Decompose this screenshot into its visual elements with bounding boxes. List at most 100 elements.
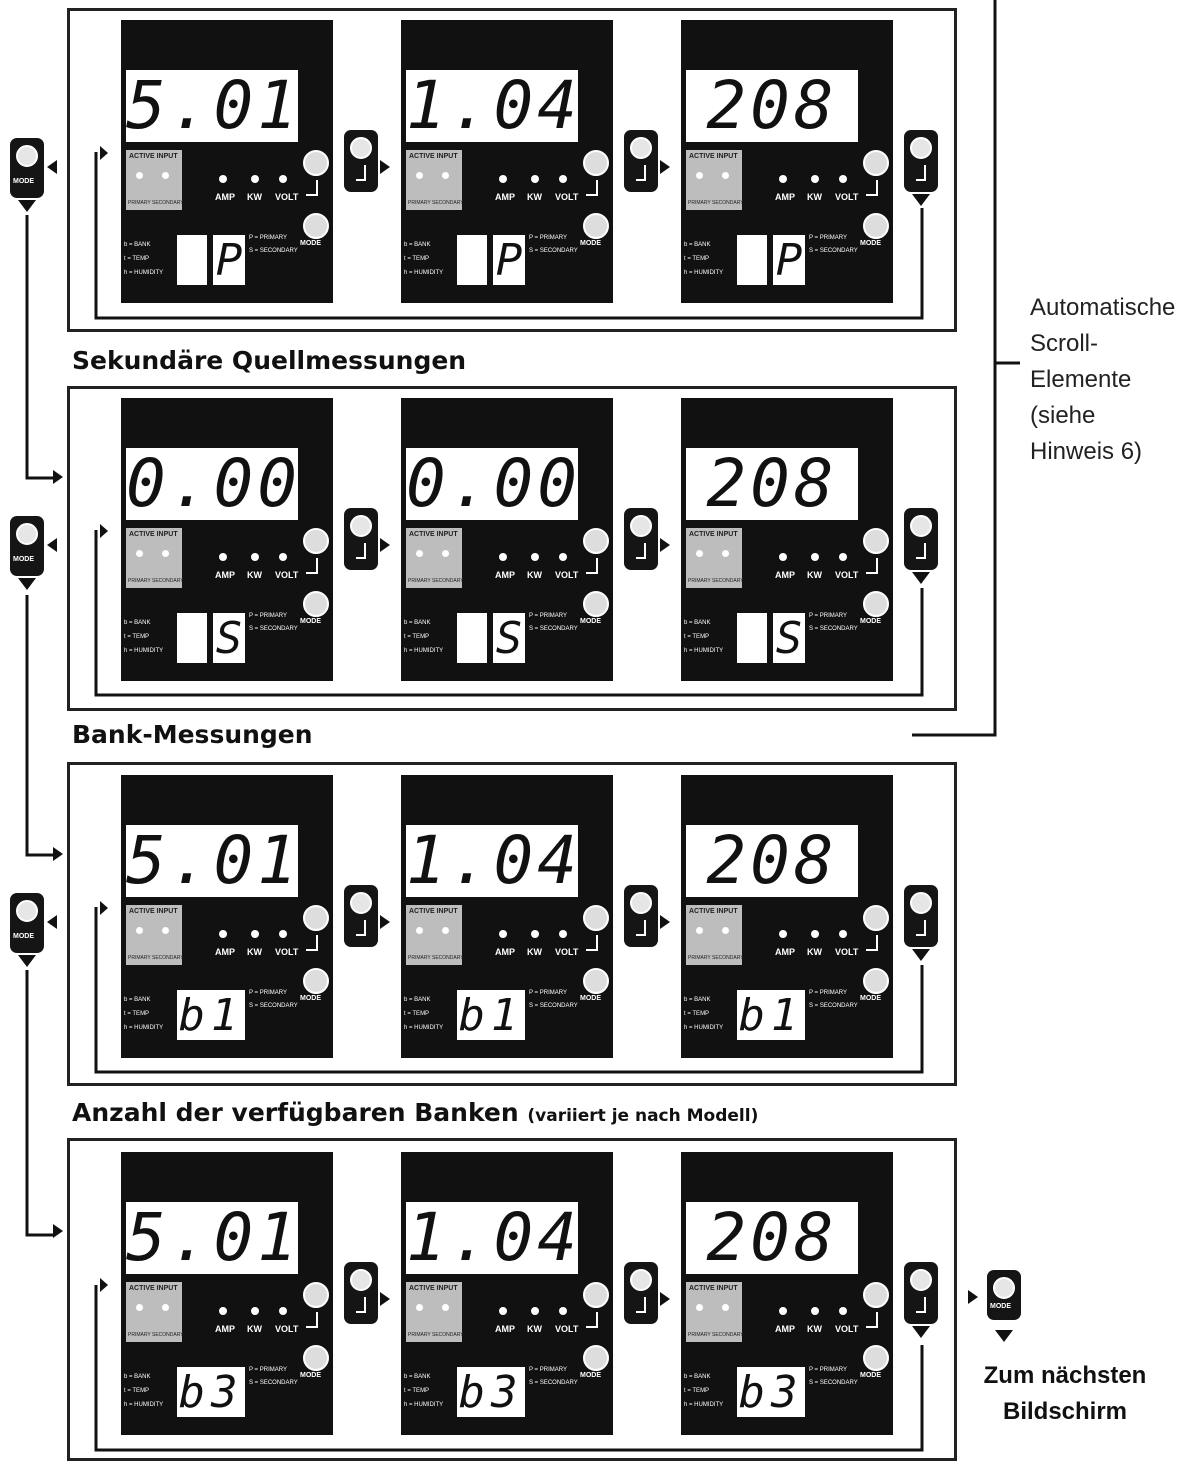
secondary-led-icon [162,927,169,934]
enter-knob-icon [303,528,329,554]
amp-label: AMP [215,570,235,580]
mode-label: MODE [860,995,881,1002]
section-title-bank-count: Anzahl der verfügbaren Banken (variiert … [72,1098,758,1127]
legend-left: b = BANK t = TEMP h = HUMIDITY [404,997,444,1031]
enter-button[interactable] [904,1262,938,1324]
primary-led-icon [136,550,143,557]
legend-left: b = BANK t = TEMP h = HUMIDITY [404,620,444,654]
source-readout: S [213,613,245,664]
secondary-led-icon [722,550,729,557]
arrow-right-icon [380,915,390,929]
enter-button[interactable] [624,508,658,570]
side-note: Automatische Scroll- Elemente (siehe Hin… [1030,290,1175,470]
legend-right: P = PRIMARY S = SECONDARY [809,1367,858,1386]
led-readout: 0.00 [406,448,578,520]
amp-label: AMP [215,947,235,957]
knob-icon [16,523,38,545]
kw-led-icon [531,1307,539,1315]
led-readout: 208 [686,1202,858,1274]
kw-label: KW [247,570,262,580]
enter-button[interactable] [624,885,658,947]
enter-arrow-icon [586,180,598,196]
legend-left: b = BANK t = TEMP h = HUMIDITY [684,620,724,654]
enter-button[interactable] [624,1262,658,1324]
enter-button[interactable] [904,130,938,192]
primary-led-icon [416,550,423,557]
kw-led-icon [811,175,819,183]
bank-readout: b1 [737,990,805,1041]
secondary-led-icon [722,1304,729,1311]
enter-arrow-icon [636,920,646,936]
enter-arrow-icon [356,920,366,936]
enter-button[interactable] [904,508,938,570]
mode-label: MODE [860,240,881,247]
arrow-left-icon [47,915,57,929]
knob-icon [910,892,932,914]
primary-secondary-label: PRIMARY SECONDARY [688,955,744,961]
mode-label: MODE [860,618,881,625]
enter-knob-icon [863,528,889,554]
primary-led-icon [136,1304,143,1311]
legend-right: P = PRIMARY S = SECONDARY [249,613,298,632]
mode-knob-icon [303,213,329,239]
knob-icon [630,515,652,537]
legend-right: P = PRIMARY S = SECONDARY [529,613,578,632]
enter-knob-icon [583,905,609,931]
enter-button[interactable] [904,885,938,947]
amp-label: AMP [215,192,235,202]
bank-readout: b3 [457,1367,525,1418]
enter-button[interactable] [344,508,378,570]
bank-readout: b3 [737,1367,805,1418]
enter-knob-icon [303,1282,329,1308]
active-input-label: ACTIVE INPUT [409,908,458,915]
volt-led-icon [839,175,847,183]
arrow-left-icon [47,160,57,174]
active-input-label: ACTIVE INPUT [129,531,178,538]
mode-knob-icon [583,591,609,617]
amp-led-icon [779,1307,787,1315]
amp-led-icon [219,1307,227,1315]
enter-knob-icon [303,905,329,931]
enter-arrow-icon [586,558,598,574]
primary-secondary-label: PRIMARY SECONDARY [128,955,184,961]
mode-button[interactable]: MODE [10,516,44,576]
volt-label: VOLT [835,570,859,580]
volt-label: VOLT [275,1324,299,1334]
mode-button[interactable]: MODE [10,893,44,953]
primary-secondary-label: PRIMARY SECONDARY [408,200,464,206]
primary-secondary-label: PRIMARY SECONDARY [408,955,464,961]
led-readout: 5.01 [126,1202,298,1274]
arrow-right-icon [380,1292,390,1306]
led-readout: 0.00 [126,448,298,520]
mode-button[interactable]: MODE [10,138,44,198]
blank-digit [177,613,207,663]
amp-label: AMP [775,1324,795,1334]
enter-button[interactable] [624,130,658,192]
loop-arrow-icon [100,1278,108,1292]
legend-right: P = PRIMARY S = SECONDARY [809,990,858,1009]
amp-led-icon [779,930,787,938]
enter-knob-icon [863,905,889,931]
section-box-primary [67,8,957,332]
knob-icon [350,892,372,914]
active-input-label: ACTIVE INPUT [129,153,178,160]
enter-knob-icon [583,528,609,554]
enter-button[interactable] [344,885,378,947]
enter-button[interactable] [344,1262,378,1324]
enter-button[interactable] [344,130,378,192]
amp-led-icon [499,930,507,938]
volt-label: VOLT [835,192,859,202]
mode-knob-icon [863,968,889,994]
amp-label: AMP [495,947,515,957]
mode-label: MODE [13,556,34,563]
enter-arrow-icon [306,1312,318,1328]
enter-arrow-icon [636,543,646,559]
kw-led-icon [251,1307,259,1315]
